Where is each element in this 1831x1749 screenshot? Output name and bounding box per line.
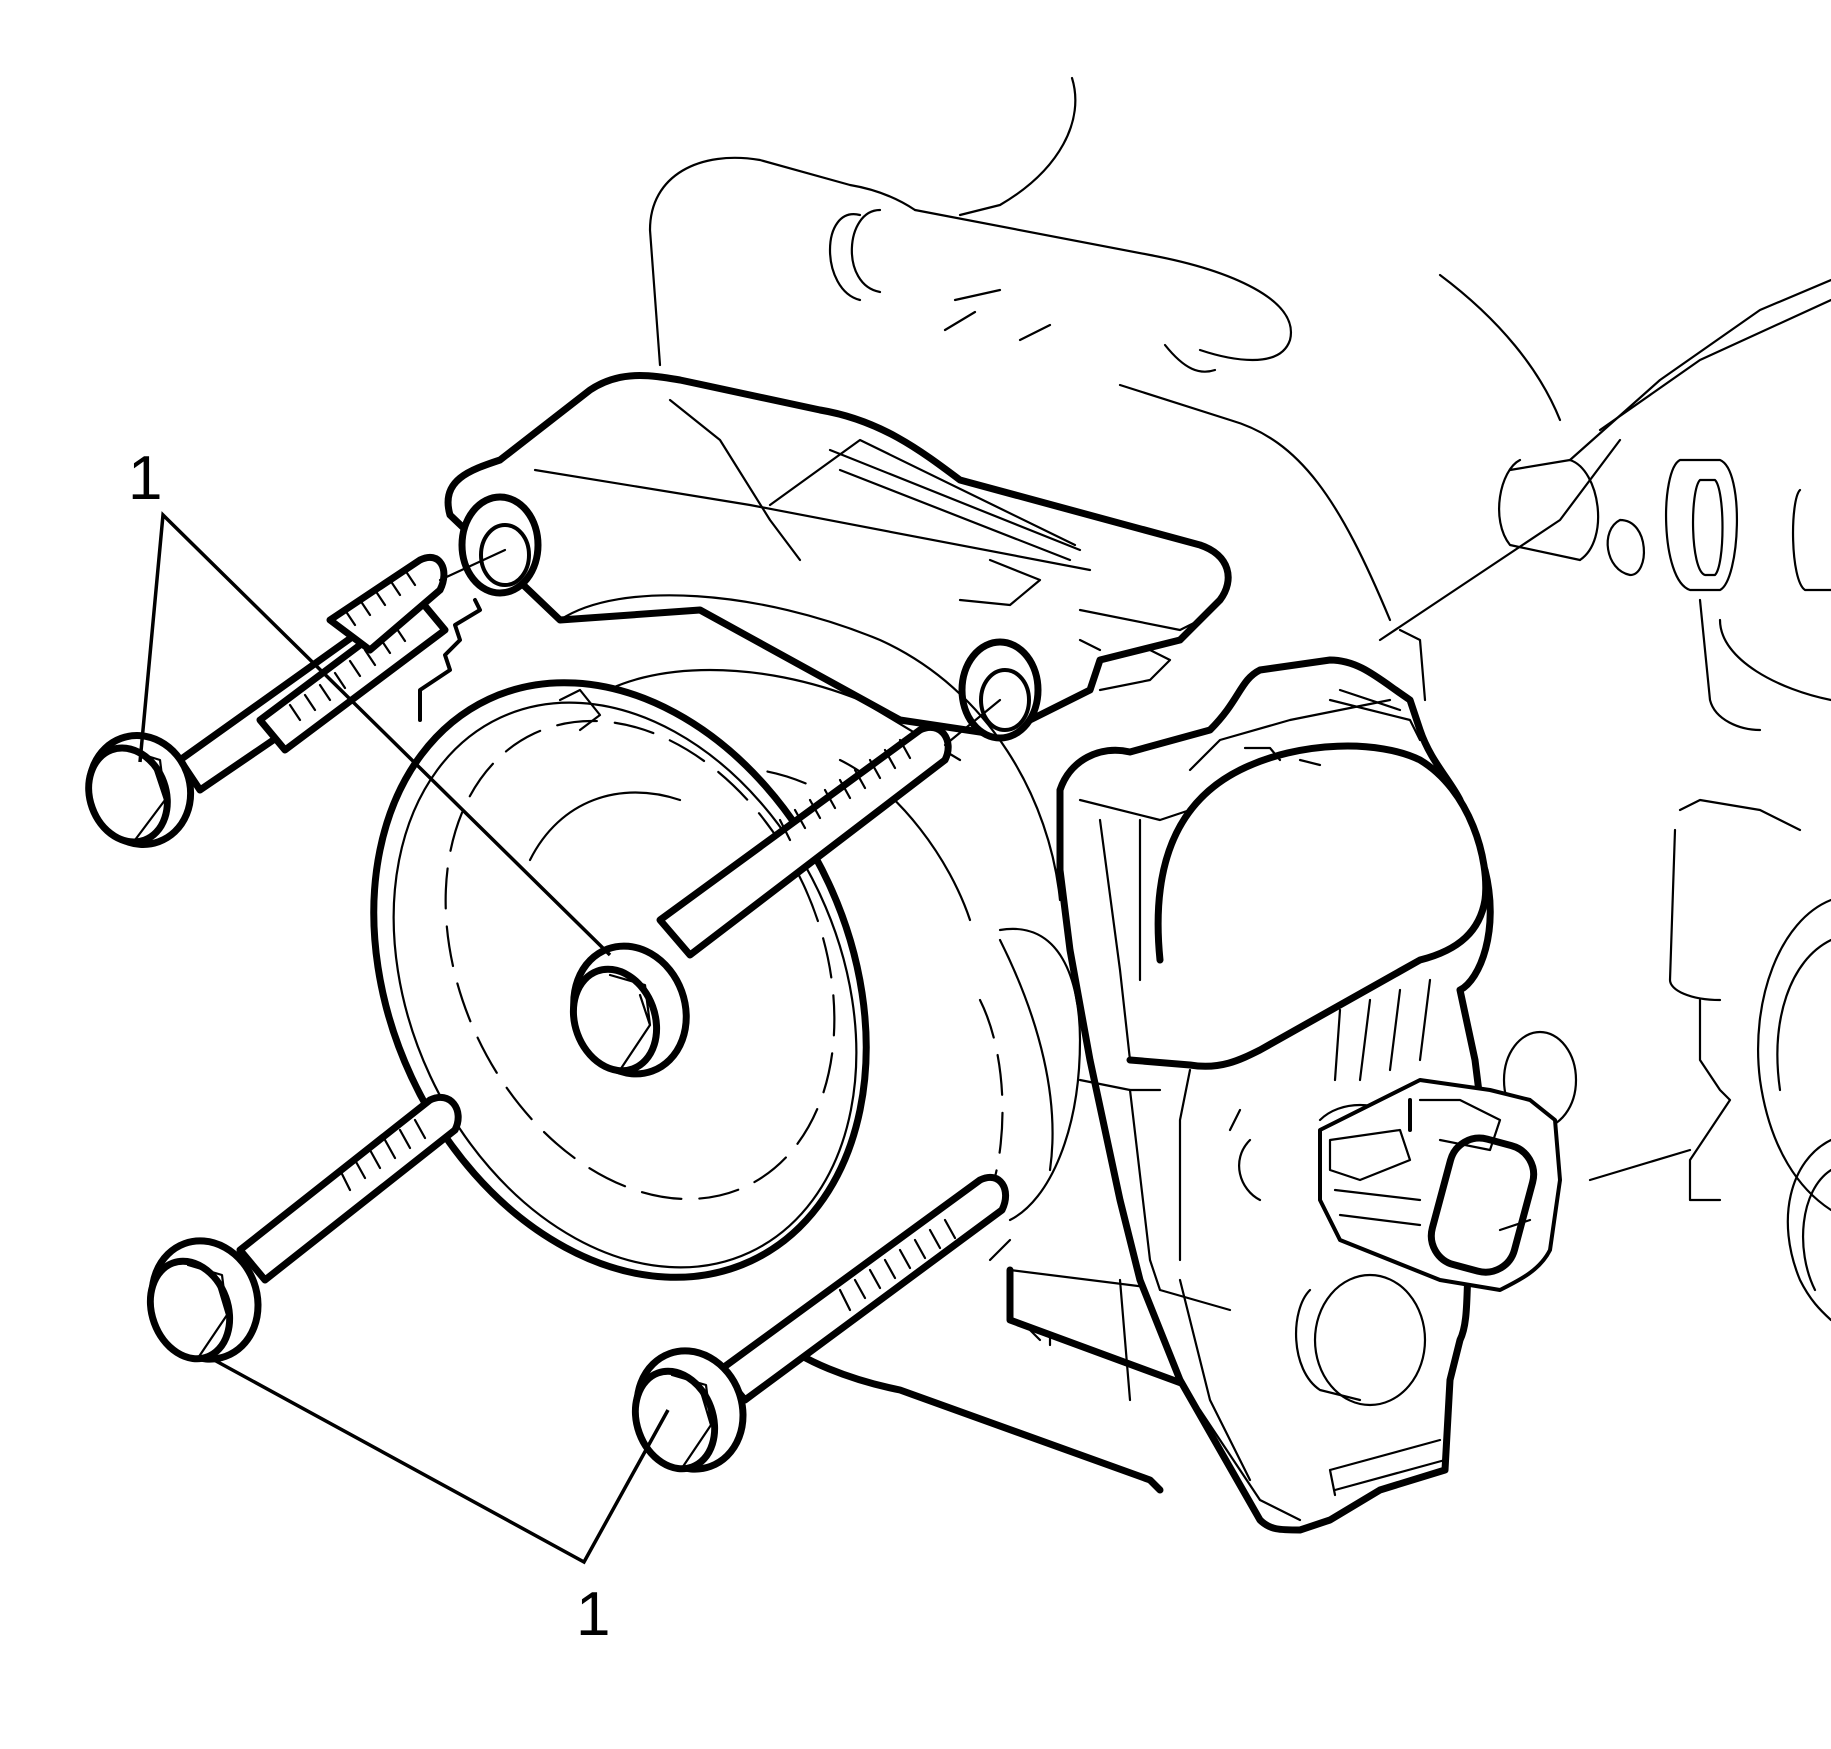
callout-top: 1 xyxy=(128,444,163,513)
callout-leaders xyxy=(138,511,670,1565)
flange-bolt-drawing xyxy=(85,548,1010,1473)
actuator-housing-drawing xyxy=(1056,656,1494,1534)
leader-bottom xyxy=(204,1353,670,1565)
bolt-upper-left xyxy=(85,548,507,848)
bolt-upper-middle xyxy=(569,698,1002,1078)
intake-manifold-drawing xyxy=(648,76,1831,1322)
connector-drawing xyxy=(1318,1030,1578,1292)
bolt-lower-left xyxy=(146,1093,462,1363)
leader-top xyxy=(138,511,612,957)
callout-bottom: 1 xyxy=(576,1580,611,1649)
bolt-lower-right xyxy=(631,1173,1010,1473)
